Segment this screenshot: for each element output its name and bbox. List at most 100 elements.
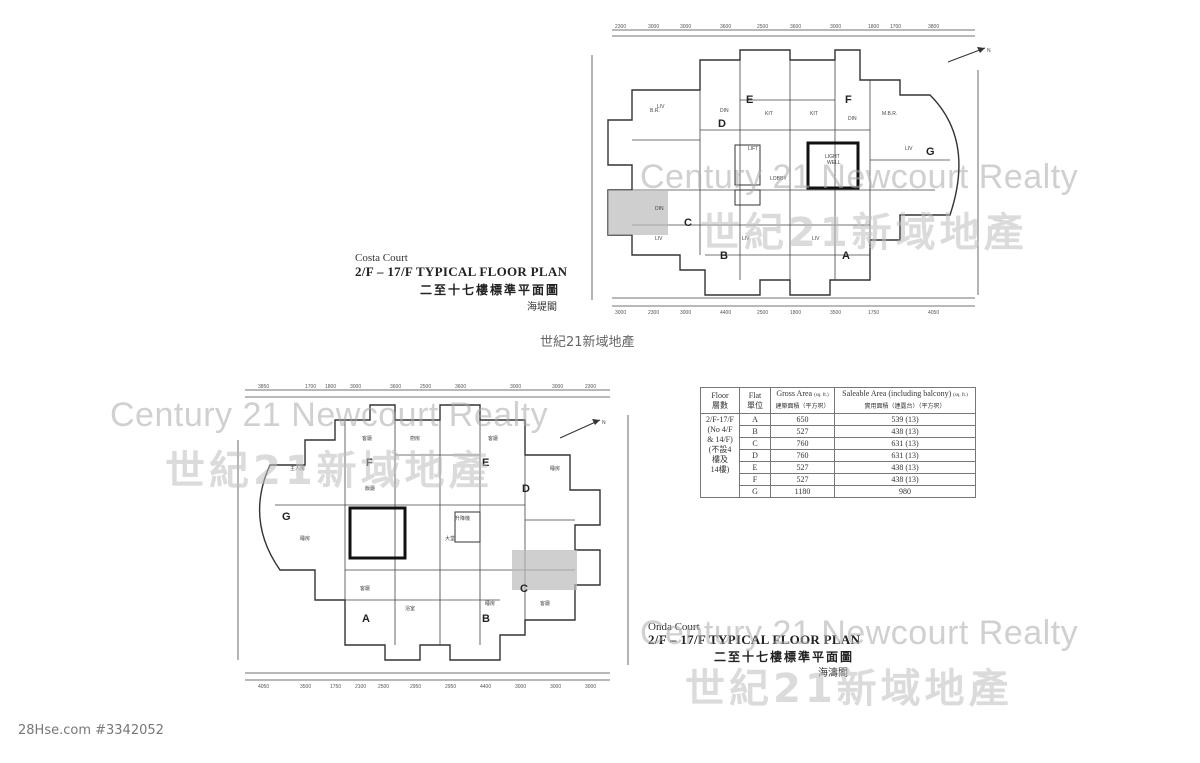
top-plan [591,29,979,307]
svg-text:廚房: 廚房 [410,435,420,442]
svg-text:LIV: LIV [655,236,663,242]
table-row: 2/F-17/F (No 4/F & 14/F) (不設4樓及 14樓) A 6… [700,413,976,498]
bottom-plan-building-zh: 海濤閣 [818,668,848,679]
svg-text:3000: 3000 [680,310,691,316]
header-flat: Flat 單位 [739,387,771,414]
gross-cell: 527 [770,425,835,438]
svg-text:B.R.: B.R. [650,108,660,114]
saleable-cell: 438 (13) [834,461,976,474]
watermark-zh-bottom: 世紀21新域地產 [685,666,1013,712]
top-plan-floor-title: 2/F – 17/F TYPICAL FLOOR PLAN [355,264,568,279]
svg-text:KIT: KIT [765,111,773,117]
floor-cell: 2/F-17/F (No 4/F & 14/F) (不設4樓及 14樓) [700,413,740,498]
flat-label-b: B [720,250,728,262]
flat-label-f: F [845,94,852,106]
svg-text:1800: 1800 [868,24,879,30]
svg-text:3000: 3000 [585,684,596,690]
svg-text:4050: 4050 [258,684,269,690]
svg-text:客廳: 客廳 [488,435,498,442]
svg-text:2300: 2300 [615,24,626,30]
svg-text:2300: 2300 [648,310,659,316]
svg-text:1750: 1750 [868,310,879,316]
svg-text:3600: 3600 [455,384,466,390]
svg-text:3500: 3500 [300,684,311,690]
svg-text:LIV: LIV [812,236,820,242]
svg-text:主人房: 主人房 [290,465,305,472]
saleable-cell: 631 (13) [834,449,976,462]
svg-text:睡房: 睡房 [485,600,495,607]
north-arrow-top: N [947,47,991,63]
saleable-cell: 438 (13) [834,425,976,438]
flat-label-d-bottom: D [522,483,530,495]
svg-text:2500: 2500 [378,684,389,690]
svg-text:M.B.R.: M.B.R. [882,111,897,117]
svg-text:客廳: 客廳 [540,600,550,607]
top-plan-title-zh: 二至十七樓標準平面圖 [420,283,561,297]
area-table: Floor 層數 Flat 單位 Gross Area (sq. ft.) 建築… [700,387,976,498]
bottom-plan-title-zh: 二至十七樓標準平面圖 [714,650,855,664]
svg-text:3600: 3600 [720,24,731,30]
flat-label-f-bottom: F [366,457,373,469]
flat-cell: E [739,461,771,474]
svg-text:3000: 3000 [648,24,659,30]
gross-cell: 1180 [770,485,835,498]
header-floor: Floor 層數 [700,387,740,414]
svg-text:3500: 3500 [830,310,841,316]
svg-text:1800: 1800 [790,310,801,316]
svg-text:客廳: 客廳 [362,435,372,442]
svg-text:升降機: 升降機 [455,515,470,522]
saleable-cell: 539 (13) [834,413,976,426]
svg-text:3000: 3000 [515,684,526,690]
svg-text:2500: 2500 [757,24,768,30]
bottom-plan [237,389,629,681]
bottom-plan-floor-title: 2/F – 17/F TYPICAL FLOOR PLAN [648,632,861,647]
svg-text:1700: 1700 [305,384,316,390]
saleable-cell: 438 (13) [834,473,976,486]
svg-text:LOBBY: LOBBY [770,176,787,182]
flat-label-g-bottom: G [282,511,291,523]
flat-label-a-bottom: A [362,613,370,625]
gross-cell: 760 [770,449,835,462]
svg-text:1800: 1800 [325,384,336,390]
svg-text:睡房: 睡房 [300,535,310,542]
flat-label-b-bottom: B [482,613,490,625]
svg-text:3000: 3000 [830,24,841,30]
svg-text:客廳: 客廳 [360,585,370,592]
gross-cell: 527 [770,473,835,486]
table-row: C 760 631 (13) [701,437,976,450]
saleable-cell: 631 (13) [834,437,976,450]
svg-text:飯廳: 飯廳 [365,485,375,492]
svg-text:3000: 3000 [350,384,361,390]
svg-text:3600: 3600 [390,384,401,390]
light-well [806,141,860,190]
top-plan-building-name: Costa Court [355,252,408,264]
svg-text:KIT: KIT [810,111,818,117]
gross-cell: 650 [770,413,835,426]
light-well-bottom [348,506,407,560]
svg-text:1750: 1750 [330,684,341,690]
svg-text:3850: 3850 [258,384,269,390]
footer-listing-id: 28Hse.com #3342052 [18,723,164,738]
svg-text:DIN: DIN [720,108,729,114]
svg-text:大堂: 大堂 [445,535,455,542]
flat-cell: F [739,473,771,486]
svg-text:3000: 3000 [680,24,691,30]
svg-text:2950: 2950 [410,684,421,690]
flat-label-g: G [926,146,935,158]
gross-cell: 527 [770,461,835,474]
svg-text:LIGHT: LIGHT [825,154,840,160]
top-plan-building-zh: 海堤閣 [527,302,557,313]
gross-cell: 760 [770,437,835,450]
svg-text:2300: 2300 [585,384,596,390]
svg-text:3000: 3000 [615,310,626,316]
svg-text:3600: 3600 [790,24,801,30]
flat-cell: A [739,413,771,426]
svg-text:N: N [602,420,606,426]
header-gross-area: Gross Area (sq. ft.) 建築面積（平方呎） [770,387,835,414]
flat-label-a: A [842,250,850,262]
shaded-area [608,190,668,235]
svg-text:WELL: WELL [827,160,841,166]
